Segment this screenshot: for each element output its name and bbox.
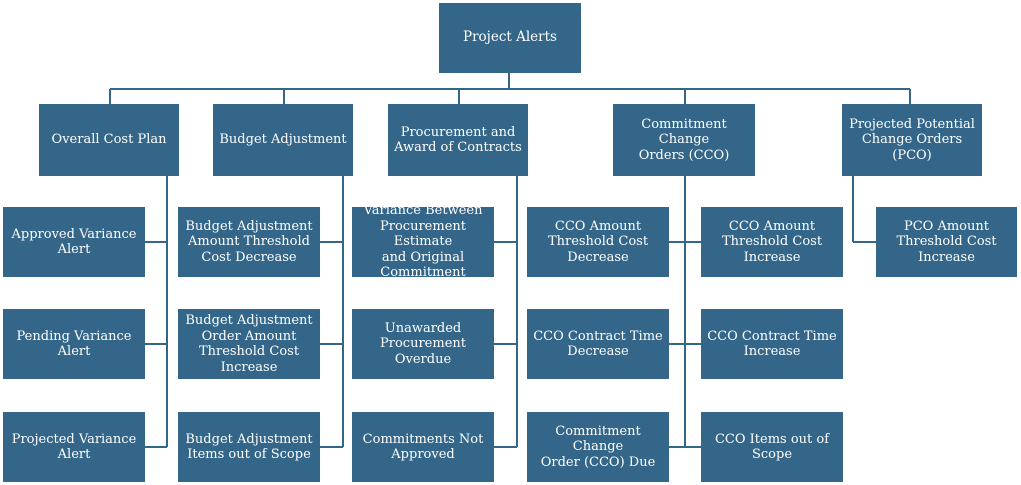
alert-cco-contract-time-decrease: CCO Contract Time Decrease: [527, 309, 669, 379]
alert-cco-items-out-of-scope: CCO Items out of Scope: [701, 412, 843, 482]
alert-cco-amount-threshold-increase: CCO Amount Threshold Cost Increase: [701, 207, 843, 277]
alert-commitments-not-approved: Commitments Not Approved: [352, 412, 494, 482]
alert-budget-adjustment-order-amount-threshold-increase: Budget Adjustment Order Amount Threshold…: [178, 309, 320, 379]
alert-budget-adjustment-items-out-of-scope: Budget Adjustment Items out of Scope: [178, 412, 320, 482]
alert-unawarded-procurement-overdue: Unawarded Procurement Overdue: [352, 309, 494, 379]
category-projected-potential-change-orders: Projected Potential Change Orders (PCO): [842, 104, 982, 176]
alert-pco-amount-threshold-increase: PCO Amount Threshold Cost Increase: [876, 207, 1017, 277]
alert-budget-adjustment-amount-threshold-decrease: Budget Adjustment Amount Threshold Cost …: [178, 207, 320, 277]
alert-approved-variance: Approved Variance Alert: [3, 207, 145, 277]
category-procurement-award-contracts: Procurement and Award of Contracts: [388, 104, 528, 176]
category-overall-cost-plan: Overall Cost Plan: [39, 104, 179, 176]
category-commitment-change-orders: Commitment Change Orders (CCO): [613, 104, 755, 176]
alert-pending-variance: Pending Variance Alert: [3, 309, 145, 379]
alert-variance-procurement-estimate: Variance Between Procurement Estimate an…: [352, 203, 494, 280]
category-budget-adjustment: Budget Adjustment: [213, 104, 353, 176]
alert-cco-due: Commitment Change Order (CCO) Due: [527, 412, 669, 482]
alert-cco-amount-threshold-decrease: CCO Amount Threshold Cost Decrease: [527, 207, 669, 277]
alert-cco-contract-time-increase: CCO Contract Time Increase: [701, 309, 843, 379]
alert-projected-variance: Projected Variance Alert: [3, 412, 145, 482]
root-node-project-alerts: Project Alerts: [439, 3, 581, 73]
